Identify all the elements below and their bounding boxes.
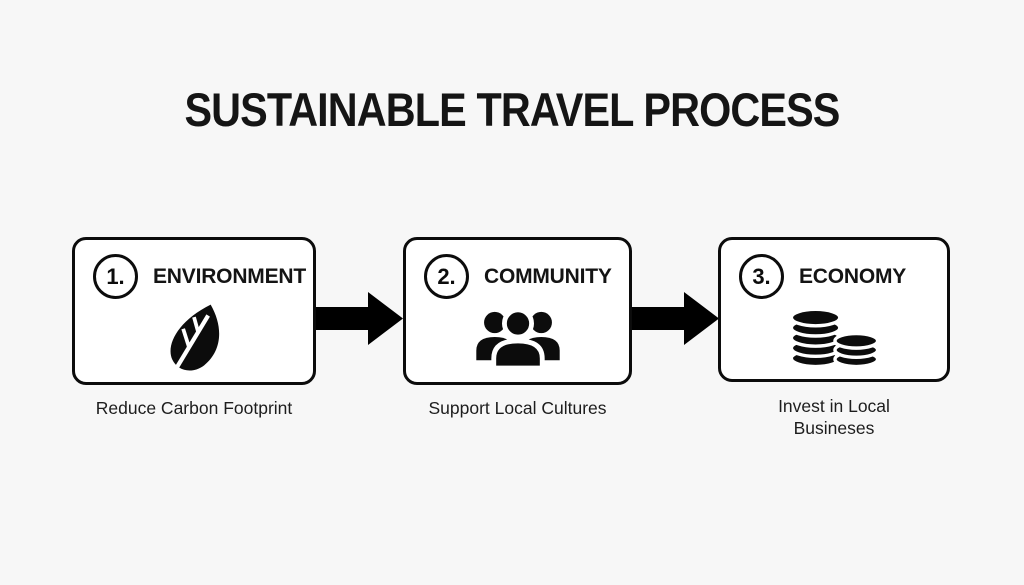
step-number: 2.	[437, 263, 456, 289]
step-header: 2. COMMUNITY	[406, 240, 629, 299]
step-header: 1. ENVIRONMENT	[75, 240, 313, 299]
step-number-badge: 3.	[739, 254, 784, 299]
step-number: 1.	[106, 263, 125, 289]
people-icon	[406, 299, 629, 382]
diagram-title: SUSTAINABLE TRAVEL PROCESS	[184, 83, 840, 136]
step-number: 3.	[752, 263, 771, 289]
step-box-environment: 1. ENVIRONMENT	[72, 237, 316, 385]
step-caption-environment: Reduce Carbon Footprint	[95, 398, 293, 418]
step-header: 3. ECONOMY	[721, 240, 947, 299]
step-label: ECONOMY	[799, 264, 907, 288]
step-label: COMMUNITY	[484, 264, 612, 288]
step-box-community: 2. COMMUNITY	[403, 237, 632, 385]
leaf-icon	[75, 299, 313, 382]
step-number-badge: 2.	[424, 254, 469, 299]
step-label: ENVIRONMENT	[153, 264, 306, 288]
step-caption-economy: Invest in Local Busineses	[778, 396, 890, 438]
step-caption-community: Support Local Cultures	[428, 398, 607, 418]
step-box-economy: 3. ECONOMY	[718, 237, 950, 382]
arrow-right-icon	[632, 290, 719, 347]
step-number-badge: 1.	[93, 254, 138, 299]
coins-icon	[721, 299, 947, 379]
arrow-right-icon	[316, 290, 403, 347]
